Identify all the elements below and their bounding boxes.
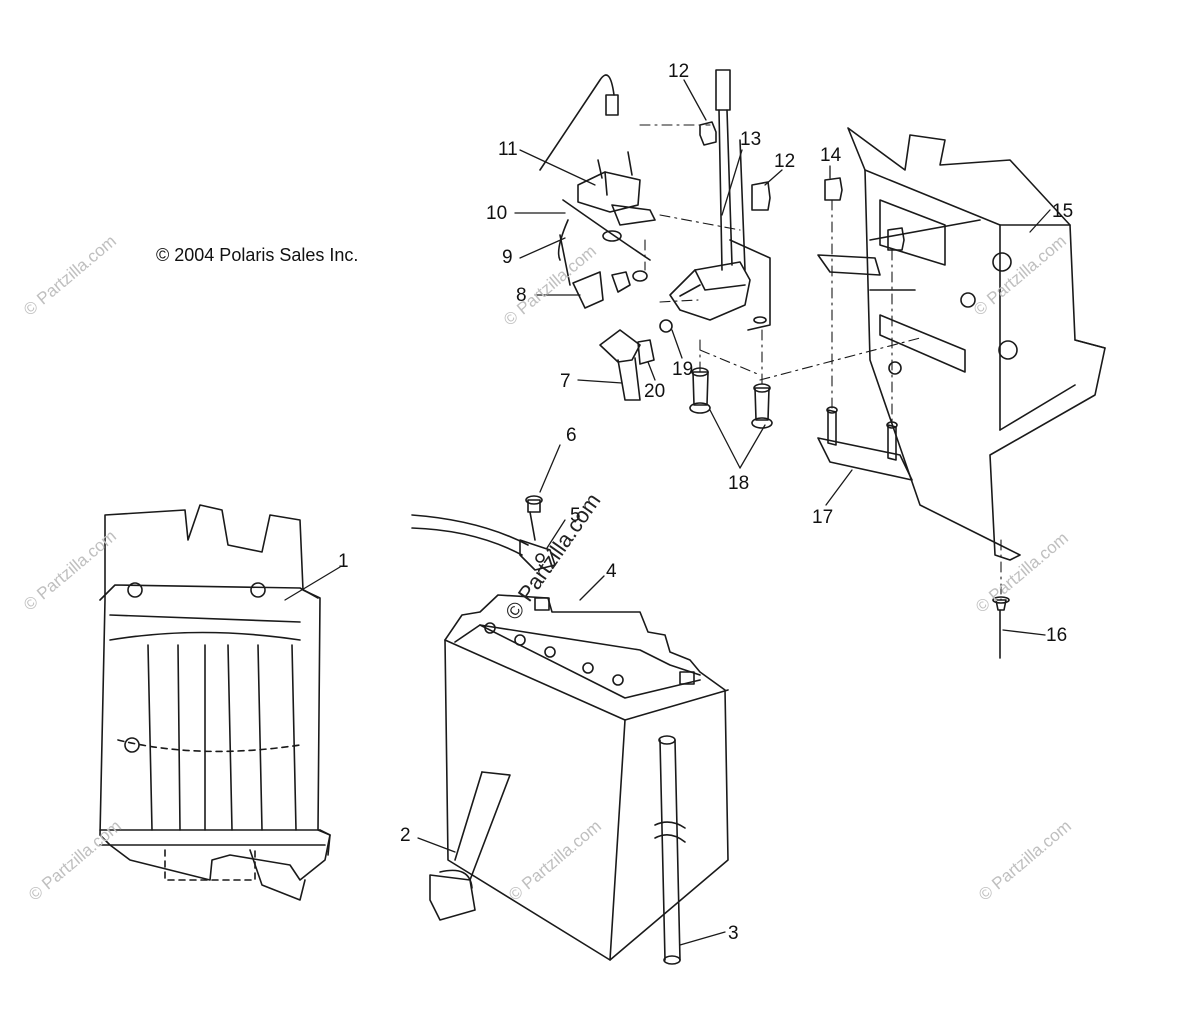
callout-1: 1 bbox=[338, 551, 349, 572]
solenoid bbox=[669, 69, 771, 331]
rivet bbox=[992, 596, 1010, 659]
relay-assembly bbox=[539, 74, 656, 309]
callout-13: 13 bbox=[740, 129, 762, 150]
copyright-text: © 2004 Polaris Sales Inc. bbox=[156, 245, 359, 265]
callout-5: 5 bbox=[570, 505, 581, 526]
alignment-lines bbox=[639, 124, 1002, 601]
callout-10: 10 bbox=[486, 203, 508, 224]
callout-3: 3 bbox=[728, 923, 739, 944]
callout-9: 9 bbox=[502, 247, 513, 268]
fasteners bbox=[599, 121, 905, 401]
callout-15: 15 bbox=[1052, 201, 1074, 222]
callout-6: 6 bbox=[566, 425, 577, 446]
callout-20: 20 bbox=[644, 381, 666, 402]
callout-14: 14 bbox=[820, 145, 842, 166]
mounting-plate bbox=[817, 406, 913, 481]
callout-19: 19 bbox=[672, 359, 694, 380]
battery bbox=[444, 594, 729, 961]
leader-lines bbox=[284, 79, 1051, 946]
callout-16: 16 bbox=[1046, 625, 1068, 646]
callout-7: 7 bbox=[560, 371, 571, 392]
vent-tube bbox=[654, 735, 686, 965]
battery-strap bbox=[429, 771, 511, 921]
bolts bbox=[689, 367, 773, 429]
callout-4: 4 bbox=[606, 561, 617, 582]
battery-box bbox=[99, 504, 331, 901]
mounting-bracket bbox=[817, 127, 1106, 561]
callout-8: 8 bbox=[516, 285, 527, 306]
callout-11: 11 bbox=[498, 139, 518, 160]
callout-2: 2 bbox=[400, 825, 411, 846]
callout-12-top: 12 bbox=[668, 61, 690, 82]
callout-17: 17 bbox=[812, 507, 834, 528]
callout-18: 18 bbox=[728, 473, 750, 494]
callout-12-right: 12 bbox=[774, 151, 796, 172]
battery-cable bbox=[411, 495, 556, 571]
